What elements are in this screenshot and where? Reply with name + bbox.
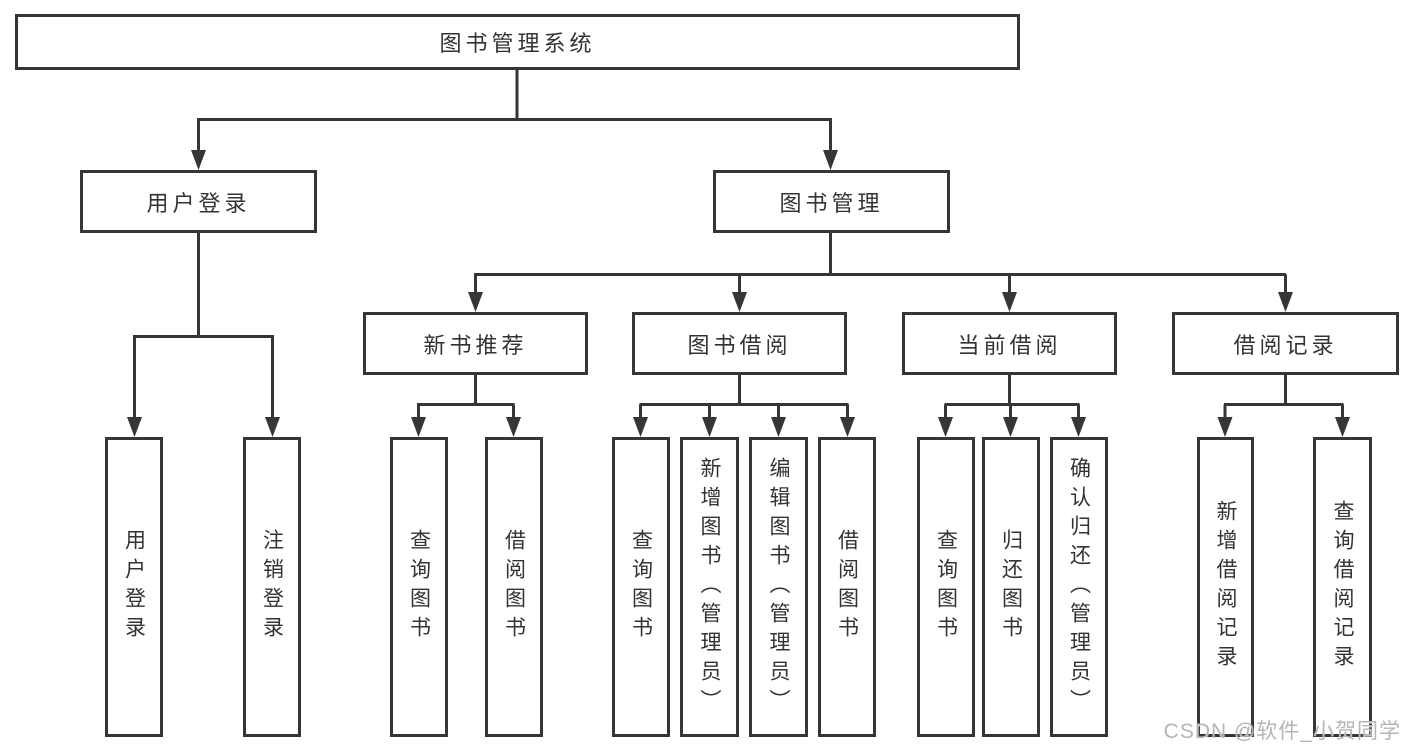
node-new-books-label: 新书推荐 <box>423 332 528 358</box>
leaf-logout-label: 注销登录 <box>260 529 284 645</box>
node-root-label: 图书管理系统 <box>439 31 596 56</box>
leaf-borrow-edit-admin-label: 编辑图书（管理员） <box>767 456 790 718</box>
leaf-records-search: 查询借阅记录 <box>1313 437 1372 737</box>
leaf-newbooks-search-label: 查询图书 <box>407 529 431 645</box>
leaf-borrow-book-label: 借阅图书 <box>835 529 859 645</box>
leaf-current-search: 查询图书 <box>917 437 975 737</box>
node-new-books: 新书推荐 <box>363 312 588 375</box>
node-root: 图书管理系统 <box>15 14 1020 70</box>
leaf-current-confirm-admin-label: 确认归还（管理员） <box>1067 456 1091 718</box>
leaf-user-login-label: 用户登录 <box>122 529 146 645</box>
leaf-current-return: 归还图书 <box>982 437 1040 737</box>
csdn-watermark: CSDN @软件_小贺同学 <box>1163 720 1401 743</box>
leaf-newbooks-borrow: 借阅图书 <box>485 437 543 737</box>
node-book-mgmt-label: 图书管理 <box>779 190 884 216</box>
node-current-borrow: 当前借阅 <box>902 312 1117 375</box>
leaf-current-search-label: 查询图书 <box>934 529 958 645</box>
leaf-borrow-add-admin: 新增图书（管理员） <box>680 437 739 737</box>
leaf-records-search-label: 查询借阅记录 <box>1331 500 1354 674</box>
leaf-records-add-label: 新增借阅记录 <box>1214 500 1237 674</box>
leaf-borrow-add-admin-label: 新增图书（管理员） <box>698 456 721 718</box>
node-borrow-records-label: 借阅记录 <box>1233 332 1338 358</box>
leaf-logout: 注销登录 <box>243 437 301 737</box>
node-borrow-records: 借阅记录 <box>1172 312 1399 375</box>
leaf-newbooks-borrow-label: 借阅图书 <box>502 529 526 645</box>
leaf-borrow-book: 借阅图书 <box>818 437 876 737</box>
connector-lines <box>133 70 1344 421</box>
arrowhead-icons <box>127 150 1350 437</box>
leaf-user-login: 用户登录 <box>105 437 163 737</box>
node-current-borrow-label: 当前借阅 <box>957 332 1062 358</box>
leaf-current-confirm-admin: 确认归还（管理员） <box>1050 437 1108 737</box>
leaf-borrow-search: 查询图书 <box>612 437 670 737</box>
leaf-borrow-edit-admin: 编辑图书（管理员） <box>749 437 808 737</box>
node-book-borrow-label: 图书借阅 <box>687 332 792 358</box>
leaf-newbooks-search: 查询图书 <box>390 437 448 737</box>
leaf-borrow-search-label: 查询图书 <box>629 529 653 645</box>
node-user-login-label: 用户登录 <box>146 190 251 216</box>
node-book-mgmt: 图书管理 <box>713 170 950 233</box>
node-book-borrow: 图书借阅 <box>632 312 847 375</box>
leaf-current-return-label: 归还图书 <box>999 529 1023 645</box>
leaf-records-add: 新增借阅记录 <box>1197 437 1254 737</box>
node-user-login: 用户登录 <box>80 170 317 233</box>
